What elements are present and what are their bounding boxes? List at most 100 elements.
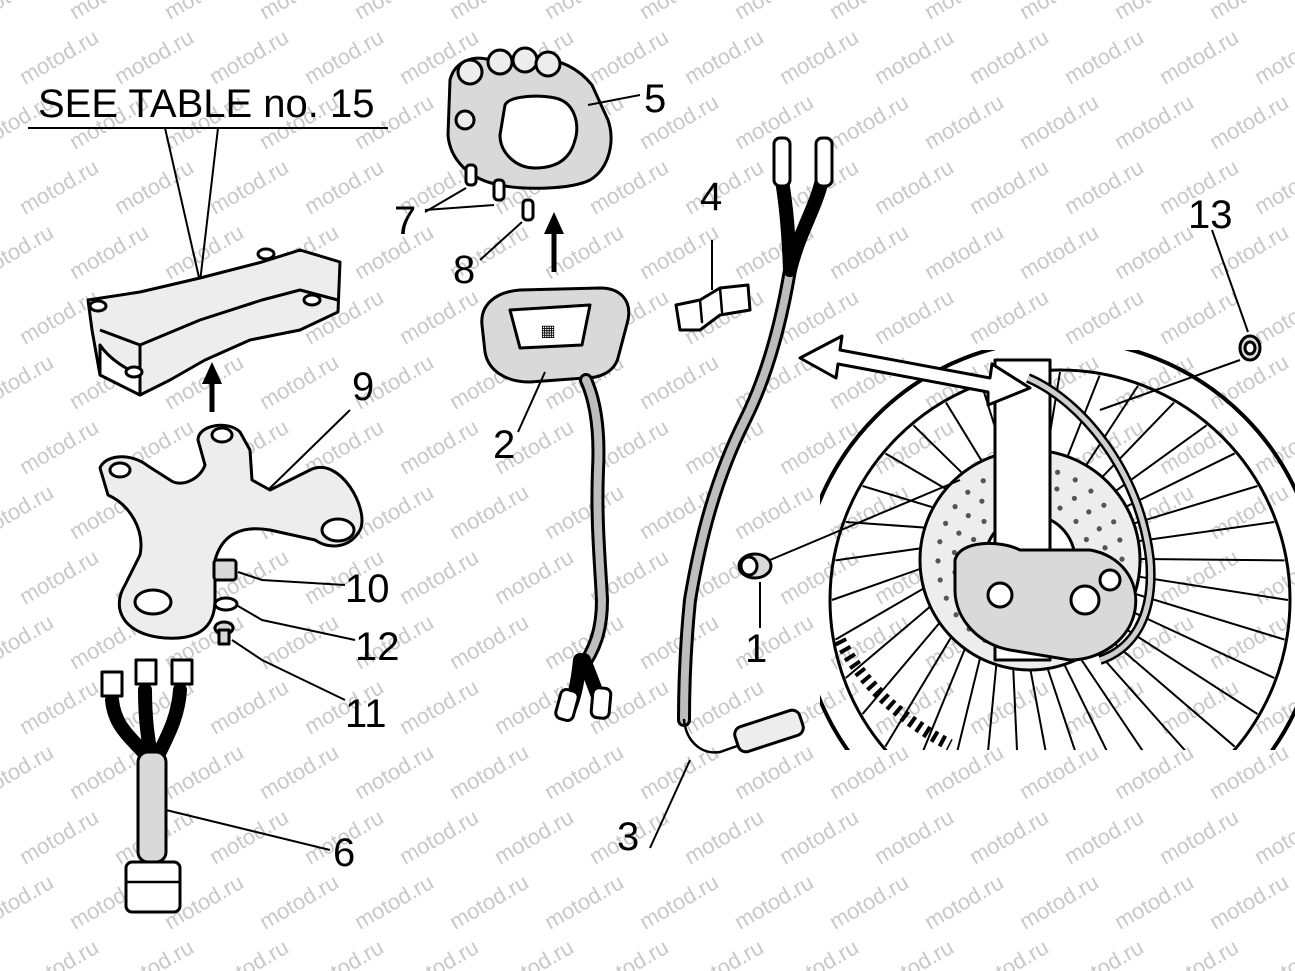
leader-3	[649, 759, 691, 849]
bulb-8	[521, 198, 535, 222]
callout-7: 7	[394, 199, 416, 243]
watermark-text: motod.ru	[680, 934, 768, 971]
disc-hole	[981, 518, 987, 525]
leader-1-to-wheel	[769, 479, 961, 561]
disc-hole	[1117, 537, 1123, 543]
callout-10: 10	[345, 567, 390, 611]
watermark-text: motod.ru	[110, 934, 198, 971]
watermark-text: motod.ru	[540, 479, 628, 544]
watermark-text: motod.ru	[730, 0, 818, 24]
disc-hole	[1101, 502, 1107, 508]
see-table-heading: SEE TABLE no. 15	[38, 82, 375, 126]
watermark-text: motod.ru	[445, 869, 533, 934]
watermark-text: motod.ru	[205, 934, 293, 971]
disc-hole	[1086, 509, 1092, 515]
watermark-text: motod.ru	[1205, 739, 1293, 804]
leader-10	[237, 571, 346, 586]
disc-hole	[1055, 469, 1061, 475]
watermark-text: motod.ru	[1060, 24, 1148, 89]
watermark-text: motod.ru	[965, 284, 1053, 349]
watermark-text: motod.ru	[1015, 0, 1103, 24]
watermark-text: motod.ru	[300, 934, 388, 971]
watermark-text: motod.ru	[0, 609, 58, 674]
cable-clip-4	[674, 283, 752, 332]
leader-7b	[424, 204, 495, 211]
leader-9	[267, 409, 351, 491]
watermark-text: motod.ru	[680, 154, 768, 219]
watermark-text: motod.ru	[965, 674, 1053, 739]
watermark-text: motod.ru	[1155, 674, 1243, 739]
watermark-text: motod.ru	[870, 934, 958, 971]
watermark-text: motod.ru	[1015, 219, 1103, 284]
callout-5: 5	[644, 77, 666, 121]
disc-hole	[937, 539, 943, 545]
disc-hole	[935, 558, 941, 564]
callout-4: 4	[700, 175, 722, 219]
disc-hole	[1083, 536, 1089, 543]
watermark-text: motod.ru	[15, 674, 103, 739]
watermark-text: motod.ru	[1155, 804, 1243, 869]
watermark-text: motod.ru	[1110, 869, 1198, 934]
watermark-text: motod.ru	[775, 934, 863, 971]
watermark-text: motod.ru	[205, 674, 293, 739]
watermark-text: motod.ru	[395, 934, 483, 971]
disc-hole	[956, 530, 962, 536]
watermark-text: motod.ru	[350, 0, 438, 24]
disc-hole	[937, 577, 943, 583]
disc-hole	[971, 536, 977, 543]
watermark-text: motod.ru	[870, 284, 958, 349]
watermark-text: motod.ru	[15, 804, 103, 869]
disc-hole	[952, 504, 958, 510]
watermark-text: motod.ru	[680, 24, 768, 89]
watermark-text: motod.ru	[1205, 869, 1293, 934]
watermark-text: motod.ru	[395, 414, 483, 479]
watermark-text: motod.ru	[490, 934, 578, 971]
disc-hole	[1071, 495, 1077, 501]
callout-2: 2	[493, 423, 515, 467]
callout-13: 13	[1188, 193, 1233, 237]
watermark-text: motod.ru	[1015, 869, 1103, 934]
watermark-text: motod.ru	[395, 674, 483, 739]
watermark-text: motod.ru	[680, 804, 768, 869]
watermark-text: motod.ru	[445, 739, 533, 804]
watermark-text: motod.ru	[445, 479, 533, 544]
callout-9: 9	[352, 365, 374, 409]
watermark-text: motod.ru	[0, 869, 58, 934]
leader-7a	[424, 187, 467, 213]
watermark-text: motod.ru	[825, 869, 913, 934]
watermark-text: motod.ru	[490, 544, 578, 609]
watermark-text: motod.ru	[870, 24, 958, 89]
watermark-text: motod.ru	[730, 479, 818, 544]
display-glyph: ▦	[540, 323, 555, 340]
disc-hole	[1088, 488, 1094, 494]
nut-10	[212, 558, 238, 582]
watermark-text: motod.ru	[1155, 544, 1243, 609]
disc-hole	[1054, 486, 1060, 492]
double-arrow	[798, 334, 1032, 407]
watermark-text: motod.ru	[1155, 934, 1243, 971]
watermark-text: motod.ru	[920, 739, 1008, 804]
disc-hole	[1119, 556, 1125, 562]
watermark-text: motod.ru	[825, 739, 913, 804]
watermark-text: motod.ru	[1110, 219, 1198, 284]
watermark-text: motod.ru	[395, 284, 483, 349]
front-wheel-assembly	[820, 350, 1295, 750]
leader-8	[479, 221, 523, 261]
watermark-text: motod.ru	[635, 0, 723, 24]
watermark-text: motod.ru	[635, 869, 723, 934]
grommet-13	[1238, 334, 1262, 362]
watermark-text: motod.ru	[730, 609, 818, 674]
watermark-text: motod.ru	[15, 414, 103, 479]
watermark-text: motod.ru	[110, 24, 198, 89]
watermark-text: motod.ru	[775, 804, 863, 869]
watermark-text: motod.ru	[1110, 89, 1198, 154]
watermark-text: motod.ru	[1205, 0, 1293, 24]
callout-3: 3	[617, 815, 639, 859]
grommet-1	[737, 552, 773, 580]
watermark-text: motod.ru	[65, 219, 153, 284]
watermark-text: motod.ru	[205, 24, 293, 89]
connector-2a	[554, 688, 580, 722]
disc-hole	[1073, 518, 1079, 525]
watermark-text: motod.ru	[870, 804, 958, 869]
